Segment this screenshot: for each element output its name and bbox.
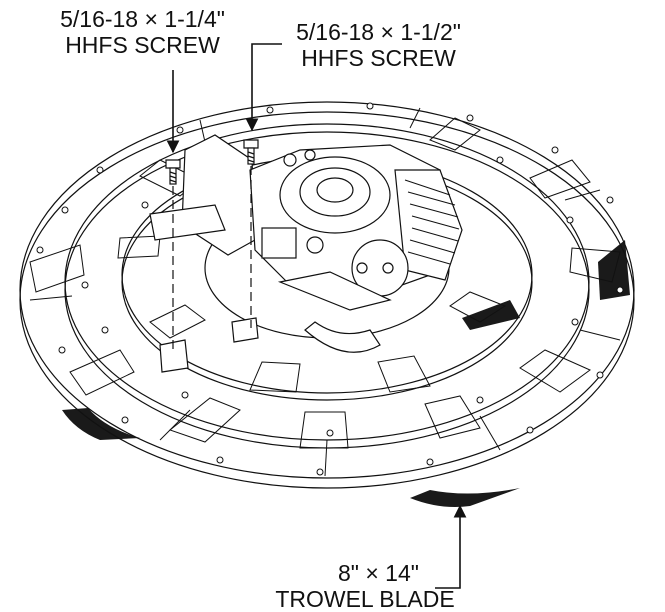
screw-short	[165, 159, 181, 185]
leader-screw-long	[245, 43, 282, 132]
screw-long	[243, 139, 259, 165]
trowel-blades	[62, 240, 630, 507]
callout-blade: 8" × 14" TROWEL BLADE	[250, 560, 480, 612]
callout-screw-long-size: 5/16-18 × 1-1/2"	[296, 19, 461, 45]
callout-blade-type: TROWEL BLADE	[275, 586, 455, 612]
leader-lines	[166, 43, 467, 589]
callout-screw-short-size: 5/16-18 × 1-1/4"	[60, 6, 225, 32]
callout-screw-short: 5/16-18 × 1-1/4" HHFS SCREW	[30, 6, 255, 58]
leader-blade	[435, 504, 467, 589]
callout-screw-long: 5/16-18 × 1-1/2" HHFS SCREW	[266, 19, 491, 71]
callout-screw-long-type: HHFS SCREW	[301, 45, 456, 71]
callout-blade-size: 8" × 14"	[338, 560, 419, 586]
install-lines	[172, 166, 252, 352]
ring-dividers	[29, 107, 621, 477]
gearbox-assembly	[149, 134, 463, 353]
ring-bolts	[36, 102, 624, 476]
callout-screw-short-type: HHFS SCREW	[65, 32, 220, 58]
cooling-fins	[404, 179, 460, 265]
mounting-tabs	[159, 317, 259, 373]
